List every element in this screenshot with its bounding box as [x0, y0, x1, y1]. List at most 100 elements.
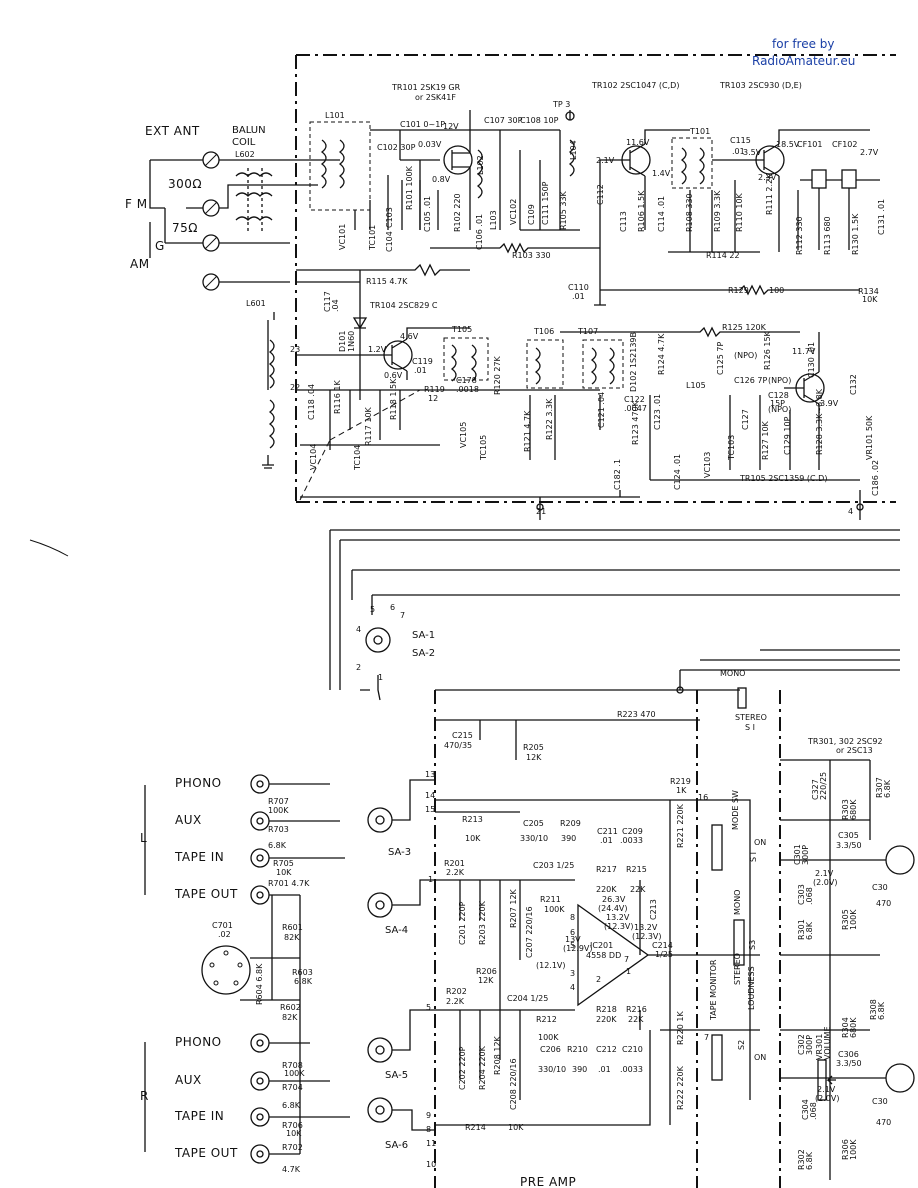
r212-label: R212 — [536, 1015, 557, 1024]
r129-value: 100 — [769, 286, 784, 295]
c101-label: C101 0~1P — [400, 120, 445, 129]
jack-tape-in-l[interactable] — [250, 848, 270, 868]
jack-phono-r[interactable] — [250, 1033, 270, 1053]
pin-10: 10 — [426, 1160, 436, 1169]
tape-monitor-switch[interactable] — [711, 1034, 723, 1081]
r134-label: R134 — [858, 287, 879, 296]
d101-label: D101 — [338, 331, 347, 352]
r601-value: 82K — [284, 933, 300, 942]
function-switch-sa1-sa2[interactable]: 6 5 4 7 2 1 SA-1 SA-2 — [329, 529, 900, 701]
switch-sa4[interactable]: SA-4 — [367, 892, 408, 936]
r103-label: R103 330 — [512, 251, 551, 260]
r604-label: R604 6.8K — [255, 963, 264, 1005]
r306-label: R306 — [841, 1139, 850, 1160]
v08-label: 0.8V — [432, 175, 451, 184]
pin-16: 16 — [698, 793, 708, 802]
c212-label: C212 — [596, 1045, 617, 1054]
mono-label: MONO — [720, 669, 745, 678]
c114-label: C114 .01 — [657, 196, 666, 232]
antenna-terminal-4[interactable] — [202, 273, 220, 291]
vc101-label: VC101 — [338, 224, 347, 250]
c201-label: C201 220P — [458, 901, 467, 945]
mono-stereo-switch[interactable] — [737, 687, 747, 709]
c205-value: 330/10 — [520, 834, 548, 843]
fm-label: F M — [125, 197, 148, 211]
c209-label: C209 — [622, 827, 643, 836]
r126-label: R126 15K — [763, 330, 772, 370]
volume-potentiometer[interactable] — [817, 1059, 836, 1101]
r707-label: R707 — [268, 797, 289, 806]
c202-label: C202 220P — [458, 1046, 467, 1090]
r120-label: R120 27K — [493, 355, 502, 395]
tape-out-l-label: TAPE OUT — [174, 887, 238, 901]
v39-label: 3.9V — [820, 399, 839, 408]
r705-value: 10K — [276, 868, 292, 877]
r302-label: R302 — [797, 1149, 806, 1170]
t106-label: T106 — [533, 327, 554, 336]
r122-label: R122 3.3K — [545, 398, 554, 440]
r205-value: 12K — [526, 753, 542, 762]
r602-label: R602 — [280, 1003, 301, 1012]
r202-label: R202 — [446, 987, 467, 996]
din-connector[interactable] — [201, 945, 251, 995]
r206-value: 12K — [478, 976, 494, 985]
c126-label: C126 7P — [734, 376, 767, 385]
c124-label: C124 .01 — [673, 454, 682, 490]
r218-value: 220K — [596, 1015, 617, 1024]
c701-value: .02 — [218, 930, 231, 939]
c307-label-b: C30 — [872, 1097, 888, 1106]
v12-label: 12V — [443, 122, 459, 131]
r127-label: R127 10K — [761, 420, 770, 460]
tr102-transistor — [612, 143, 651, 177]
jack-tape-out-r[interactable] — [250, 1144, 270, 1164]
preamp-box: PRE AMP — [434, 690, 781, 1188]
c104-label: C104 — [385, 231, 394, 252]
r701-label: R701 4.7K — [268, 879, 310, 888]
v132b-label: 13.2V — [634, 923, 658, 932]
jack-tape-in-r[interactable] — [250, 1107, 270, 1127]
c113-label: C113 — [619, 211, 628, 232]
pin-9: 9 — [426, 1111, 431, 1120]
c307-label-a: C30 — [872, 883, 888, 892]
v123b-label: (12.3V) — [632, 932, 662, 941]
c109-label: C109 — [527, 204, 536, 225]
antenna-terminal-1[interactable] — [202, 151, 220, 169]
jack-aux-l[interactable] — [250, 811, 270, 831]
aux-r-label: AUX — [175, 1073, 202, 1087]
switch-sa3[interactable]: SA-3 — [367, 807, 411, 858]
sa4-label: SA-4 — [385, 925, 408, 936]
mode-switch-s1[interactable] — [711, 824, 723, 871]
c107-label: C107 30P — [484, 116, 523, 125]
switch-sa6[interactable]: SA-6 — [367, 1097, 408, 1151]
vc103-label: VC103 — [703, 452, 712, 478]
pin-1: 1 — [428, 875, 433, 884]
r221-label: R221 220K — [676, 803, 685, 848]
pin-8: 8 — [426, 1125, 431, 1134]
v46-label: 4.6V — [400, 332, 419, 341]
jack-aux-r[interactable] — [250, 1071, 270, 1091]
stereo-s1-label: STEREO — [733, 953, 742, 985]
loudness-switch[interactable] — [733, 919, 745, 966]
pin-14: 14 — [425, 791, 435, 800]
ic201-opamp: IC201 4558 DD 8 6 5 3 4 2 7 1 — [570, 903, 650, 1007]
r124-label: R124 4.7K — [657, 333, 666, 375]
r208-label: R208 12K — [493, 1035, 502, 1075]
v27-label: 2.7V — [860, 148, 879, 157]
jack-phono-l[interactable] — [250, 774, 270, 794]
v23-label: 2.3V — [758, 173, 777, 182]
c327-label: C327 — [811, 779, 820, 800]
antenna-terminal-2[interactable] — [202, 199, 220, 217]
r216-value: 22K — [628, 1015, 644, 1024]
t105-label: T105 — [451, 325, 472, 334]
antenna-terminal-3[interactable] — [202, 234, 220, 252]
l101-label: L101 — [325, 111, 345, 120]
c128-value: 15P — [770, 399, 785, 408]
c212-value: .01 — [598, 1065, 611, 1074]
vr101-label: VR101 50K — [865, 415, 874, 460]
switch-sa5[interactable]: SA-5 — [367, 1037, 408, 1081]
jack-tape-out-l[interactable] — [250, 885, 270, 905]
c110-value: .01 — [572, 292, 585, 301]
pin-5: 5 — [426, 1003, 431, 1012]
r223-label: R223 470 — [617, 710, 656, 719]
phono-r-label: PHONO — [175, 1035, 222, 1049]
